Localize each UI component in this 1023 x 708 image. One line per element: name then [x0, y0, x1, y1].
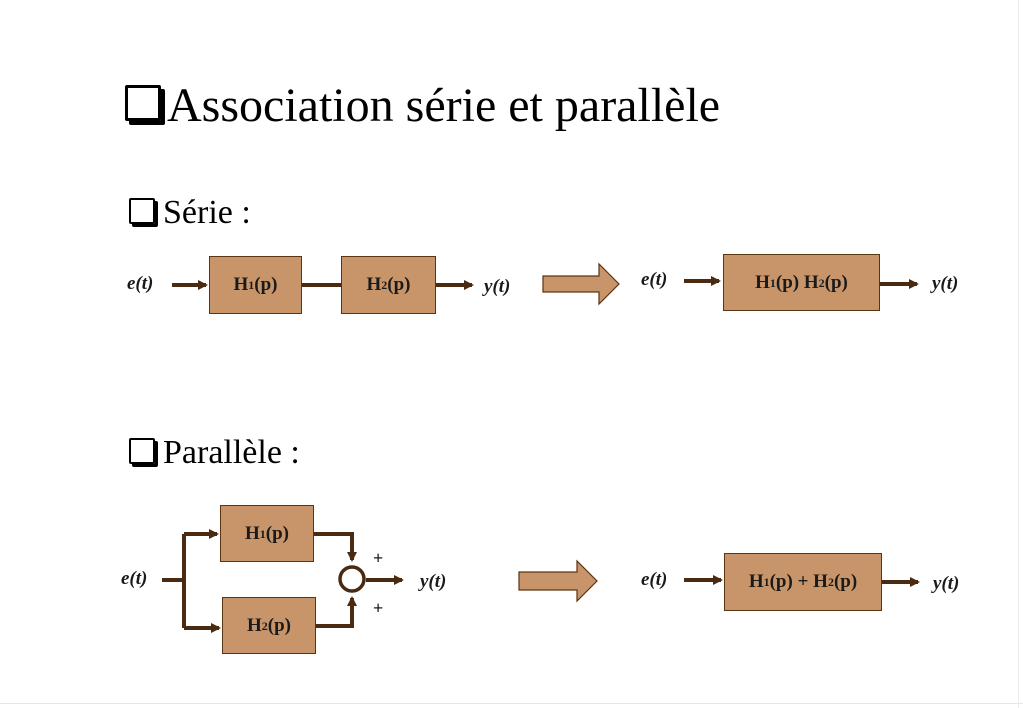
serie-equiv-output-signal: y(t): [932, 273, 959, 294]
checkbox-bullet-icon: [129, 438, 155, 464]
para-input-signal: e(t): [121, 568, 148, 589]
sum-sign-top: +: [373, 548, 384, 568]
para-bottom-to-sum-arrow: [316, 596, 357, 628]
section-serie-heading: Série :: [129, 196, 251, 230]
para-equiv-input-signal: e(t): [641, 569, 668, 590]
summing-junction: [338, 565, 366, 593]
para-top-to-sum-arrow: [314, 532, 357, 562]
serie-equiv-input-signal: e(t): [641, 269, 668, 290]
section-parallele-heading: Parallèle :: [129, 436, 300, 470]
page-title: Association série et parallèle: [125, 82, 720, 130]
serie-output-signal: y(t): [484, 276, 511, 297]
para-output-signal: y(t): [420, 571, 447, 592]
bottom-divider: [0, 703, 1023, 704]
checkbox-bullet-icon: [129, 198, 155, 224]
checkbox-bullet-icon: [125, 85, 161, 121]
sum-sign-bottom: +: [373, 598, 384, 618]
serie-input-signal: e(t): [127, 273, 154, 294]
para-equiv-output-signal: y(t): [933, 573, 960, 594]
serie-equivalence-arrow-icon: [542, 262, 620, 306]
parallele-equivalence-arrow-icon: [518, 559, 598, 603]
right-divider: [1018, 0, 1019, 708]
